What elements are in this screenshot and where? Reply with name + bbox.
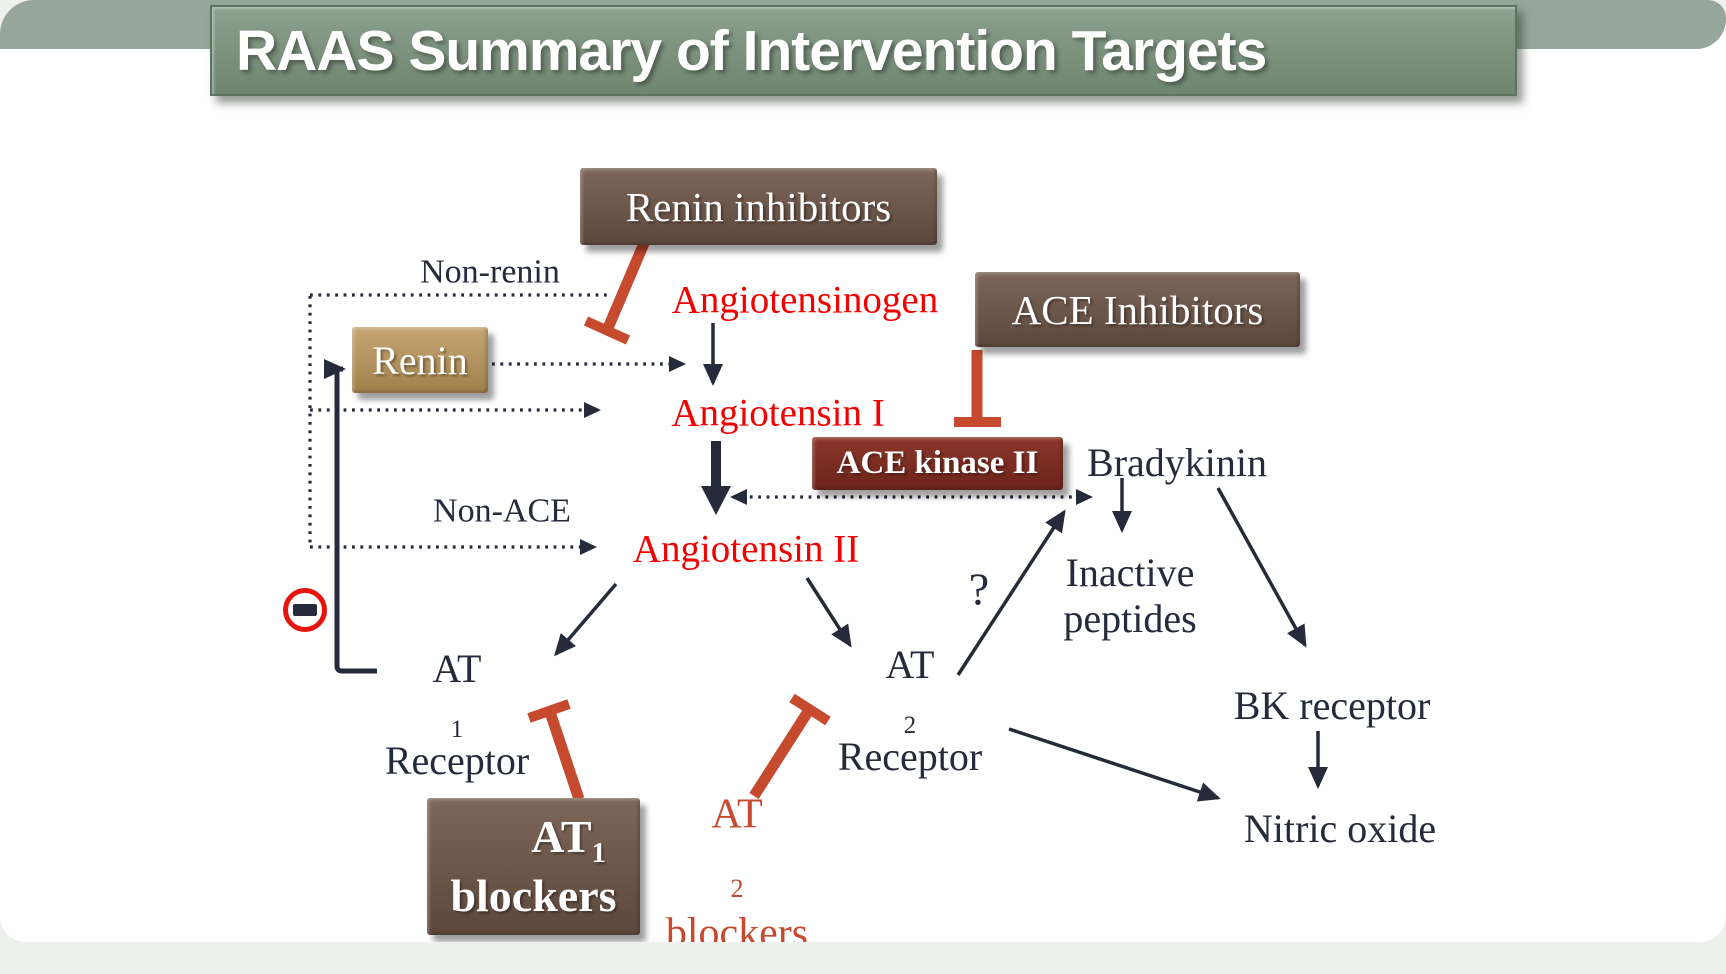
at2-blocker-tbar-shaft bbox=[749, 707, 814, 799]
dotted-bypass-lines bbox=[308, 293, 1093, 555]
ace-kinase-label: ACE kinase II bbox=[836, 445, 1039, 481]
at2r-to-no-arrow bbox=[1008, 727, 1221, 802]
at1-blockers-line2: blockers bbox=[450, 869, 617, 921]
angiotensin-ii-label: Angiotensin II bbox=[632, 527, 860, 571]
inactive-peptides-label: Inactive peptides bbox=[1063, 550, 1197, 641]
bradykinin-label: Bradykinin bbox=[1087, 440, 1267, 485]
nitric-oxide-label: Nitric oxide bbox=[1243, 806, 1437, 851]
ace-kinase-box: ACE kinase II bbox=[812, 437, 1063, 490]
non-renin-label: Non-renin bbox=[420, 253, 560, 291]
slide-title-bar: RAAS Summary of Intervention Targets bbox=[210, 5, 1517, 96]
at1-blockers-box: AT1 blockers bbox=[427, 798, 640, 935]
minus-icon bbox=[283, 588, 327, 632]
page-title: RAAS Summary of Intervention Targets bbox=[236, 18, 1267, 83]
ace-inhibitors-box: ACE Inhibitors bbox=[975, 272, 1300, 347]
at2-blocker-tbar-cap bbox=[789, 693, 831, 726]
ang2-to-at2-arrow bbox=[805, 577, 852, 648]
inhibition-tbars bbox=[527, 231, 1001, 801]
renin-box: Renin bbox=[352, 327, 488, 393]
angiotensinogen-label: Angiotensinogen bbox=[671, 278, 939, 322]
angiotensin-i-label: Angiotensin I bbox=[671, 391, 885, 435]
at2-question-arrow bbox=[956, 509, 1066, 676]
question-mark-label: ? bbox=[968, 563, 990, 615]
at1-blocker-tbar-cap bbox=[527, 699, 571, 723]
minus-icon-bar bbox=[293, 604, 317, 616]
renin-inhibitor-tbar-shaft bbox=[602, 231, 654, 331]
non-ace-label: Non-ACE bbox=[433, 492, 571, 530]
bk-receptor-label: BK receptor bbox=[1233, 683, 1431, 728]
slide-background: RAAS Summary of Intervention Targets bbox=[0, 0, 1726, 942]
pathway-connectors bbox=[308, 231, 1328, 802]
ang2-to-at1-arrow bbox=[554, 582, 618, 657]
ang1-to-ang2-thick-arrow bbox=[701, 441, 731, 515]
ace-inhibitors-label: ACE Inhibitors bbox=[1011, 286, 1264, 333]
negative-feedback-line bbox=[324, 359, 377, 674]
renin-inhibitors-label: Renin inhibitors bbox=[625, 183, 892, 230]
at1-blocker-tbar-shaft bbox=[544, 710, 585, 801]
renin-label: Renin bbox=[372, 337, 468, 383]
renin-inhibitor-tbar-cap bbox=[583, 316, 631, 345]
solid-arrows bbox=[554, 323, 1328, 802]
at1-blockers-line1: AT1 bbox=[531, 810, 606, 869]
renin-inhibitors-box: Renin inhibitors bbox=[580, 168, 937, 245]
bradykinin-to-bk-arrow bbox=[1216, 487, 1307, 648]
